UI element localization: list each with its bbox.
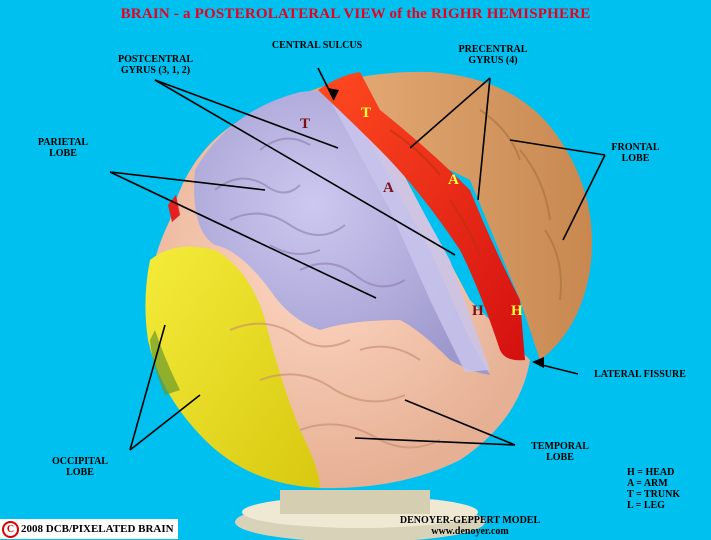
label-lateral-fissure: LATERAL FISSURE — [594, 369, 686, 380]
temporal-gyri — [229, 322, 441, 449]
legend-item: L = LEG — [627, 500, 665, 511]
legend-item: H = HEAD — [627, 467, 675, 478]
credit-line-url: www.denoyer.com — [431, 526, 509, 537]
lateral-fissure-arrowhead — [532, 357, 544, 368]
label-central-sulcus: CENTRAL SULCUS — [271, 40, 363, 51]
letter-trunk-precentral: T — [361, 105, 372, 121]
label-occipital-lobe: OCCIPITAL LOBE — [52, 456, 108, 478]
parietal-gyri — [214, 137, 406, 288]
model-credit: DENOYER-GEPPERT MODEL www.denoyer.com — [380, 515, 560, 537]
legend-item: A = ARM — [627, 478, 668, 489]
legend-item: T = TRUNK — [627, 489, 681, 500]
diagram-title: BRAIN - a POSTEROLATERAL VIEW of the RIG… — [120, 6, 591, 22]
pointer-lines — [109, 67, 606, 451]
label-postcentral-gyrus: POSTCENTRAL GYRUS (3, 1, 2) — [117, 54, 193, 76]
occipital-lobe-region — [145, 246, 320, 488]
letter-arm-precentral: A — [448, 172, 459, 188]
label-temporal-lobe: TEMPORAL LOBE — [531, 441, 589, 463]
precentral-gyrus-region — [318, 72, 525, 361]
frontal-lobe-region — [300, 71, 592, 360]
model-stand — [235, 490, 485, 540]
copyright-text: 2008 DCB/PIXELATED BRAIN — [21, 523, 174, 535]
occipital-shadow — [150, 330, 180, 395]
central-sulcus-arrowhead — [328, 88, 339, 100]
letter-head-postcentral: H — [472, 303, 484, 319]
letter-head-precentral: H — [511, 303, 523, 319]
credit-line-model: DENOYER-GEPPERT MODEL — [399, 515, 541, 526]
letter-legend: H = HEAD A = ARM T = TRUNK L = LEG — [627, 467, 680, 511]
label-precentral-gyrus: PRECENTRAL GYRUS (4) — [458, 44, 528, 66]
label-parietal-lobe: PARIETAL LOBE — [37, 137, 89, 159]
letter-arm-postcentral: A — [383, 180, 394, 196]
frontal-gyri — [479, 109, 562, 301]
label-frontal-lobe: FRONTAL LOBE — [611, 142, 660, 164]
precentral-gyri — [389, 129, 481, 256]
letter-trunk-postcentral: T — [300, 116, 311, 132]
parietal-lobe-region — [194, 91, 490, 375]
copyright-icon: C — [2, 520, 19, 538]
postcentral-strip — [330, 96, 490, 372]
